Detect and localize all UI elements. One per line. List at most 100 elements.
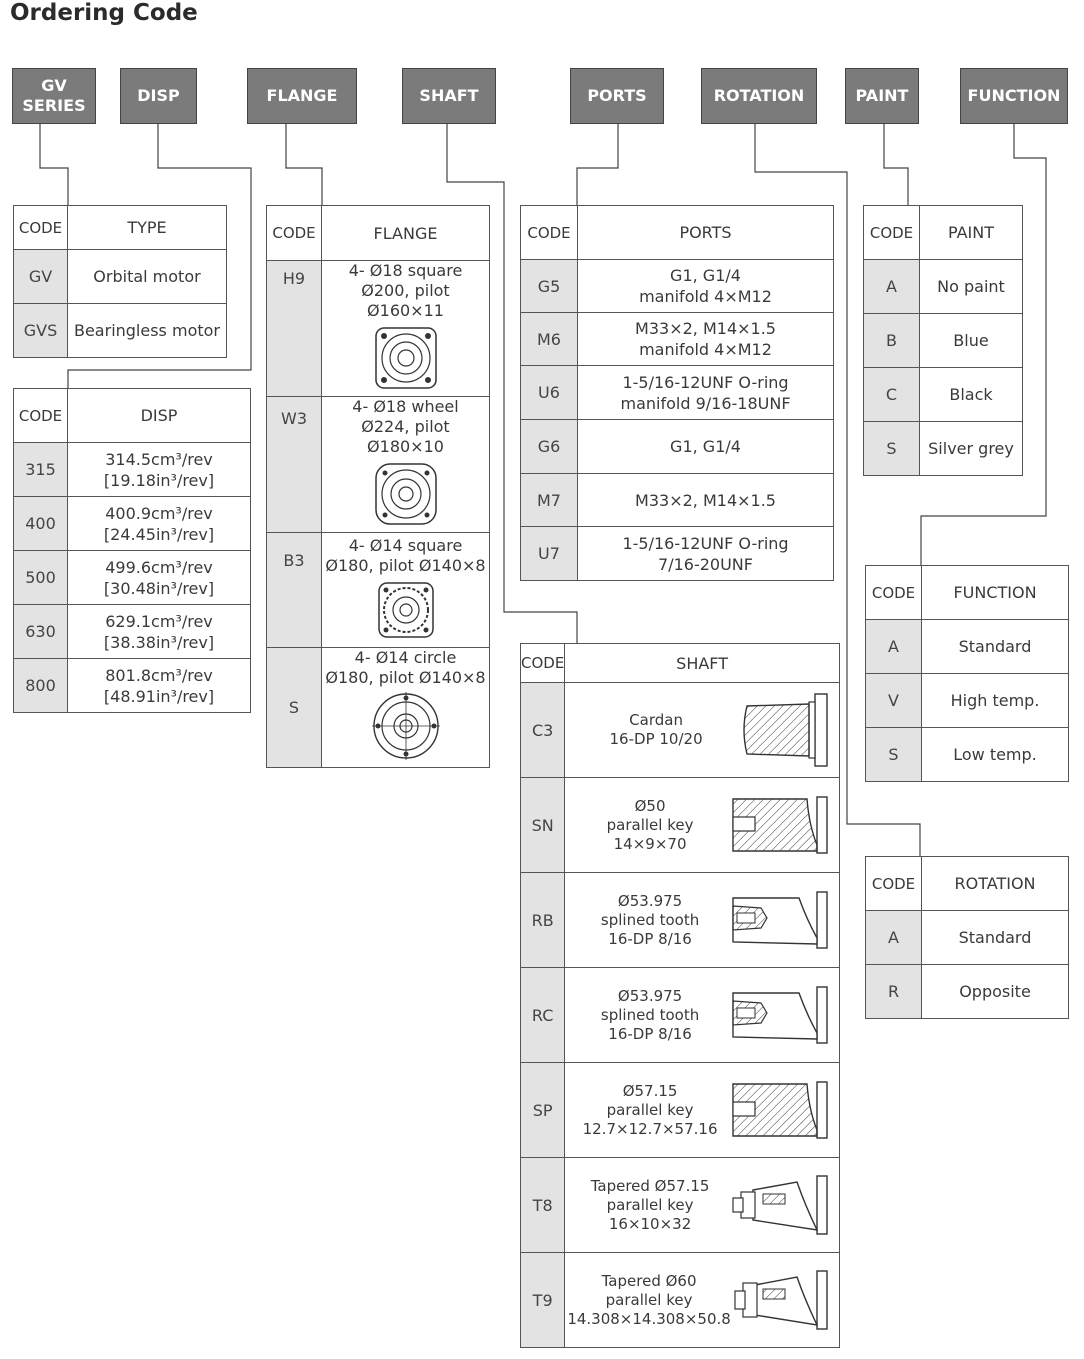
function-value: Standard [921,619,1069,674]
rotation-code: R [865,964,922,1019]
flange-line1: 4- Ø14 square [348,535,463,555]
function-code: S [865,727,922,782]
keyed-shaft-icon [732,796,828,854]
shaft-line: 16-DP 8/16 [608,929,692,948]
shaft-line: 16×10×32 [608,1214,692,1233]
disp-metric: 400.9cm³/rev [105,503,213,523]
type-header: TYPE [67,205,227,250]
cardan-shaft-icon [743,693,828,767]
disp-code: 630 [13,604,68,659]
ports-line2: manifold 4×M12 [639,340,772,359]
connector-rotation [754,124,921,856]
ports-code: M6 [520,312,578,366]
table-row: B Blue [863,313,1023,368]
paint-code: C [863,367,920,422]
header-rotation: ROTATION [701,68,817,124]
table-row: A Standard [865,619,1069,674]
page-title: Ordering Code [10,0,198,26]
function-value: High temp. [921,673,1069,728]
paint-value: Silver grey [919,421,1023,476]
connector-gv-series [39,124,69,205]
connector-function [920,124,1047,565]
ports-line1: G1, G1/4 [670,437,741,456]
paint-code: B [863,313,920,368]
header-ports: PORTS [570,68,664,124]
table-row: M7 M33×2, M14×1.5 [520,473,834,527]
ports-code: U6 [520,365,578,420]
function-header: FUNCTION [921,565,1069,620]
type-code-header: CODE [13,205,68,250]
shaft-code: SP [519,1062,566,1158]
shaft-line: Tapered Ø57.15 [590,1176,710,1195]
disp-header: DISP [67,388,251,443]
function-code: V [865,673,922,728]
disp-code: 315 [13,442,68,497]
connector-shaft [446,124,578,643]
shaft-line: Tapered Ø60 [601,1271,697,1290]
ports-header: PORTS [577,205,834,260]
square-flange-icon [374,327,437,389]
paint-table: CODE PAINT A No paint B Blue C Black S S… [863,205,1023,476]
shaft-code-header: CODE [519,643,566,683]
ports-code: G5 [520,259,578,313]
rotation-header: ROTATION [921,856,1069,911]
splined-shaft-icon [732,891,828,949]
square-flange-small-icon [377,581,434,638]
splined-shaft-icon [732,986,828,1044]
shaft-code: T9 [519,1252,566,1348]
shaft-line: Cardan [629,711,683,729]
flange-line2: Ø180, pilot Ø140×8 [325,555,486,575]
disp-imperial: [48.91in³/rev] [103,686,215,706]
ports-line1: M33×2, M14×1.5 [635,319,776,338]
flange-line2: Ø224, pilot Ø180×10 [361,417,450,456]
rotation-code: A [865,910,922,965]
shaft-line: parallel key [606,1100,694,1119]
table-row: B3 4- Ø14 square Ø180, pilot Ø140×8 [266,532,490,648]
table-row: S Low temp. [865,727,1069,782]
ports-code-header: CODE [520,205,578,260]
type-value: Bearingless motor [67,303,227,358]
table-row: A No paint [863,259,1023,314]
type-table: CODE TYPE GV Orbital motor GVS Bearingle… [13,205,227,358]
header-shaft: SHAFT [402,68,496,124]
disp-imperial: [38.38in³/rev] [103,632,215,652]
header-flange: FLANGE [247,68,357,124]
ports-table: CODE PORTS G5 G1, G1/4 manifold 4×M12 M6 … [520,205,834,581]
table-row: W3 4- Ø18 wheel Ø224, pilot Ø180×10 [266,396,490,533]
flange-line1: 4- Ø14 circle [354,648,457,667]
table-row: H9 4- Ø18 square Ø200, pilot Ø160×11 [266,260,490,397]
table-row: A Standard [865,910,1069,965]
shaft-line: Ø53.975 [617,891,683,910]
table-row: M6 M33×2, M14×1.5 manifold 4×M12 [520,312,834,366]
flange-line2: Ø200, pilot Ø160×11 [361,281,450,320]
table-row: GV Orbital motor [13,249,227,304]
header-gv-series: GV SERIES [12,68,96,124]
shaft-line: Ø53.975 [617,986,683,1005]
disp-code-header: CODE [13,388,68,443]
disp-table: CODE DISP 315 314.5cm³/rev[19.18in³/rev]… [13,388,251,713]
table-row: V High temp. [865,673,1069,728]
header-function: FUNCTION [960,68,1068,124]
table-row: S Silver grey [863,421,1023,476]
flange-line2: Ø180, pilot Ø140×8 [325,668,486,687]
shaft-line: splined tooth [600,1005,700,1024]
connector-flange [285,124,323,205]
ports-line1: G1, G1/4 [670,266,741,285]
ports-line1: 1-5/16-12UNF O-ring [622,533,789,553]
shaft-line: 12.7×12.7×57.16 [582,1119,718,1138]
shaft-line: Ø57.15 [622,1081,678,1100]
table-row: 315 314.5cm³/rev[19.18in³/rev] [13,442,251,497]
disp-imperial: [19.18in³/rev] [103,470,215,490]
flange-code-header: CODE [266,205,322,261]
keyed-shaft-icon [732,1081,828,1139]
shaft-code: T8 [519,1157,566,1253]
flange-table: CODE FLANGE H9 4- Ø18 square Ø200, pilot… [266,205,490,768]
header-disp: DISP [120,68,197,124]
circle-flange-icon [371,692,440,760]
paint-code: A [863,259,920,314]
table-row: R Opposite [865,964,1069,1019]
ports-line1: 1-5/16-12UNF O-ring [622,372,789,392]
